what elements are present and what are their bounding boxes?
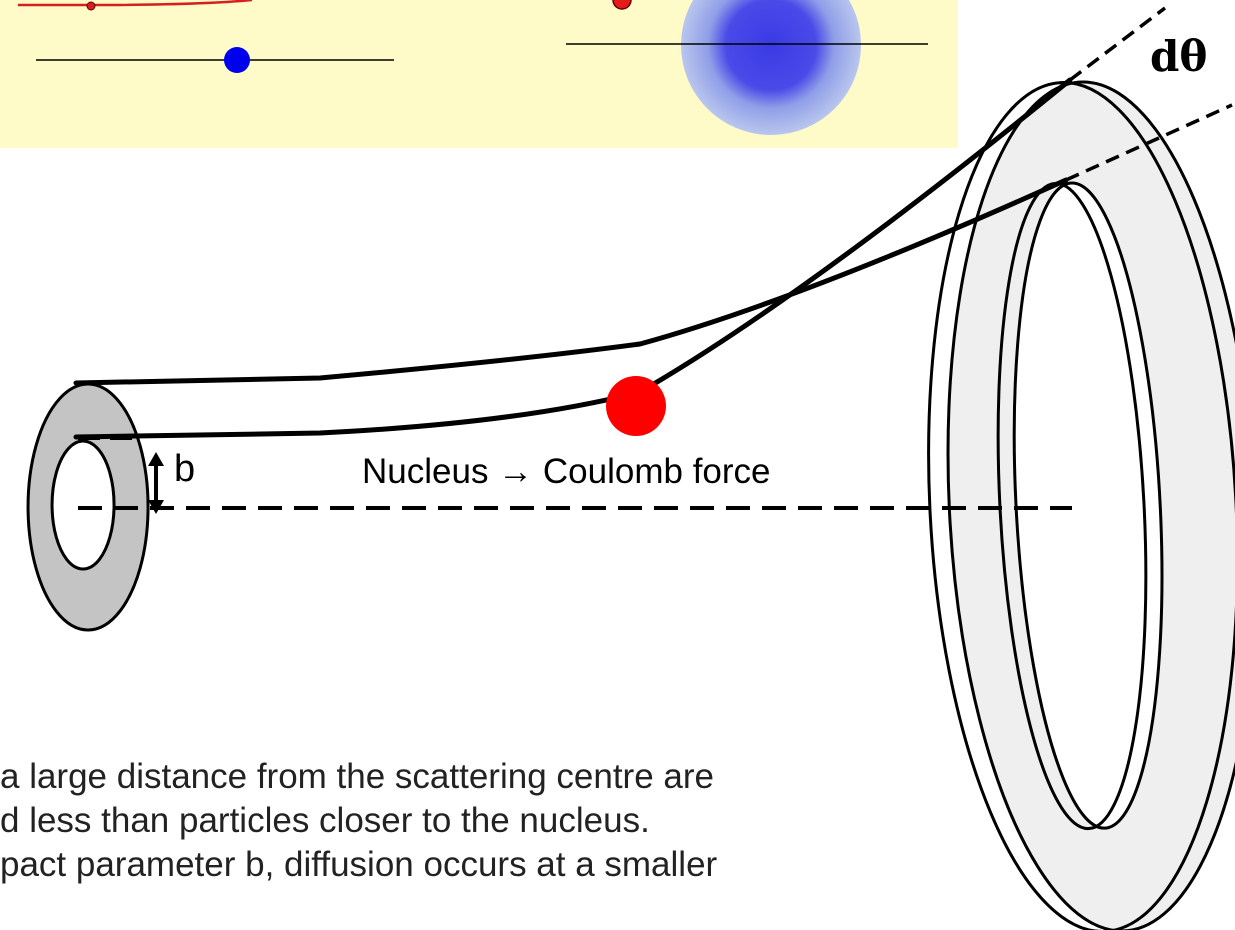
nucleus-label: Nucleus → Coulomb force (362, 452, 771, 491)
caption-line-1: a large distance from the scattering cen… (0, 757, 714, 796)
outgoing-ring-outer (927, 81, 1235, 930)
arrow-up-icon (148, 452, 164, 466)
angle-label: dθ (1150, 32, 1208, 81)
caption-line-2: d less than particles closer to the nucl… (0, 801, 650, 840)
inset-small-red-dot (86, 1, 96, 11)
trajectory-outer (73, 177, 1069, 386)
small-particle-icon (224, 47, 250, 73)
impact-parameter-label: b (174, 448, 196, 490)
nucleus-dot (606, 376, 666, 436)
outgoing-annulus (946, 80, 1235, 930)
inset-deflected-trajectory (18, 0, 253, 7)
inset-red-dot (612, 0, 632, 10)
arrow-down-icon (148, 500, 164, 514)
angle-ray-lower (1065, 103, 1233, 182)
caption-text: a large distance from the scattering cen… (0, 755, 960, 887)
diffuse-nucleus-icon (681, 0, 861, 135)
angle-ray-upper (1068, 6, 1167, 82)
trajectory-inner (73, 77, 1073, 440)
caption-line-3: pact parameter b, diffusion occurs at a … (0, 845, 718, 884)
